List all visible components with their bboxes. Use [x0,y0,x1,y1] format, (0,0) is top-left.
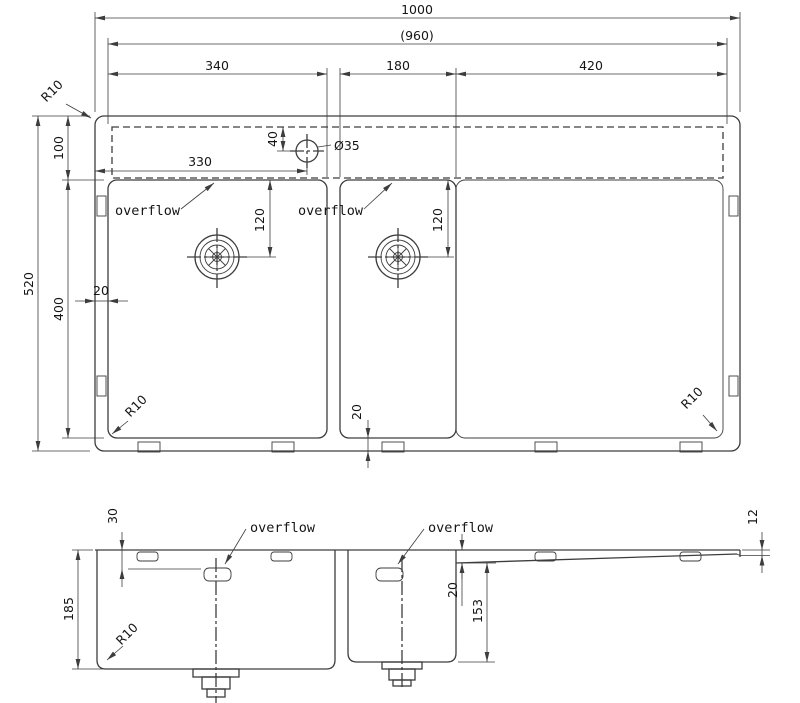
dim-strip-depth: 100 [51,136,66,160]
dim-bowl2-depth: 153 [470,599,485,623]
front-view [95,549,741,703]
dim-bowl-depth: 400 [51,297,66,321]
dim-rim-left: 20 [93,283,109,298]
overflow-label-left: overflow [115,203,181,219]
dim-bowl1-depth: 185 [61,597,76,621]
dim-hole-diameter: Ø35 [334,138,360,153]
bowl1-outline [107,179,328,439]
overflow-channel-dashed [111,126,724,179]
radius-bottom-right: R10 [678,384,706,412]
dim-hole-offset: 40 [265,131,280,147]
radius-top-left: R10 [38,77,66,105]
drainboard-outline [455,179,724,439]
drain1 [187,228,247,288]
dim-drainboard-drop: 20 [445,582,460,598]
dim-drainboard-width: 420 [579,58,603,73]
dim-inner-width: (960) [400,28,434,43]
dim-bowl1-width: 340 [205,58,229,73]
dim-hole-x: 330 [188,154,212,169]
drain1-fitting [192,558,240,703]
radius-front-corner: R10 [113,620,141,648]
dim-rim-height: 12 [745,509,760,525]
drain2-fitting [381,558,423,690]
overflow-slot-bowl2 [375,567,404,582]
top-view-dimensions: 1000 (960) 340 180 420 520 100 400 40 [21,2,741,468]
overflow-label-front-left: overflow [250,520,316,536]
dim-overall-depth: 520 [21,272,36,296]
dim-overflow-offset: 30 [105,508,120,524]
drain2 [368,228,428,288]
front-view-dimensions: 30 overflow overflow 12 185 20 153 R10 [61,508,770,670]
overflow-label-front-right: overflow [428,520,494,536]
radius-bottom-left: R10 [122,392,150,420]
drainboard-surface [455,553,738,564]
dim-drain1-offset: 120 [252,208,267,232]
sink-outer-outline [94,115,741,452]
dim-bowl2-width: 180 [386,58,410,73]
dim-drain2-offset: 120 [430,208,445,232]
overflow-slot-bowl1 [203,567,232,582]
mounting-clips [96,195,739,453]
dim-overall-width: 1000 [401,2,433,17]
overflow-label-right: overflow [298,203,364,219]
dim-rim-bottom: 20 [349,404,364,420]
top-view [94,115,741,453]
